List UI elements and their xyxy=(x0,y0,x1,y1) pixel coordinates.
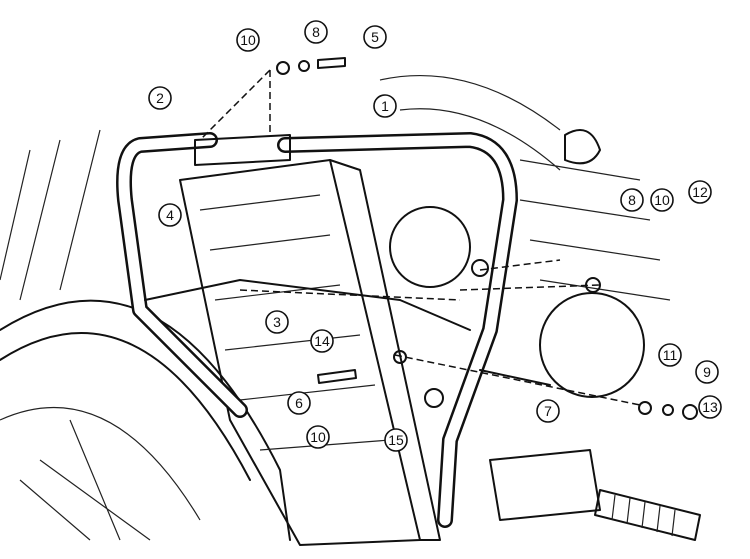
callout-number: 8 xyxy=(628,192,636,208)
callout-14: 14 xyxy=(310,329,334,353)
callout-number: 4 xyxy=(166,207,174,223)
callout-number: 13 xyxy=(702,399,718,415)
callout-number: 9 xyxy=(703,364,711,380)
callout-2: 2 xyxy=(148,86,172,110)
callout-1: 1 xyxy=(373,94,397,118)
callout-5: 5 xyxy=(363,25,387,49)
callout-number: 10 xyxy=(310,429,326,445)
front-wheel-fender xyxy=(0,129,291,541)
callout-number: 1 xyxy=(381,98,389,114)
callout-number: 11 xyxy=(663,347,678,363)
callout-4: 4 xyxy=(158,203,182,227)
callout-number: 14 xyxy=(314,333,330,349)
callout-9: 9 xyxy=(695,360,719,384)
callout-12: 12 xyxy=(688,180,712,204)
callout-number: 6 xyxy=(295,395,303,411)
callout-8: 8 xyxy=(304,20,328,44)
callout-3: 3 xyxy=(265,310,289,334)
callout-number: 7 xyxy=(544,403,552,419)
callout-number: 3 xyxy=(273,314,281,330)
engine xyxy=(379,75,671,398)
callout-number: 12 xyxy=(692,184,708,200)
callout-number: 10 xyxy=(240,32,256,48)
callout-6: 6 xyxy=(287,391,311,415)
callout-number: 8 xyxy=(312,24,320,40)
callout-number: 5 xyxy=(371,29,379,45)
callout-10: 10 xyxy=(306,425,330,449)
callout-10: 10 xyxy=(650,188,674,212)
callout-number: 2 xyxy=(156,90,164,106)
radiator xyxy=(179,159,441,546)
callout-15: 15 xyxy=(384,428,408,452)
callout-7: 7 xyxy=(536,399,560,423)
footpeg xyxy=(489,449,701,541)
callout-8: 8 xyxy=(620,188,644,212)
callout-number: 10 xyxy=(654,192,670,208)
callout-10: 10 xyxy=(236,28,260,52)
callout-11: 11 xyxy=(658,343,682,367)
callout-number: 15 xyxy=(388,432,404,448)
crash-bar xyxy=(116,132,518,528)
hardware xyxy=(199,57,698,420)
callout-13: 13 xyxy=(698,395,722,419)
